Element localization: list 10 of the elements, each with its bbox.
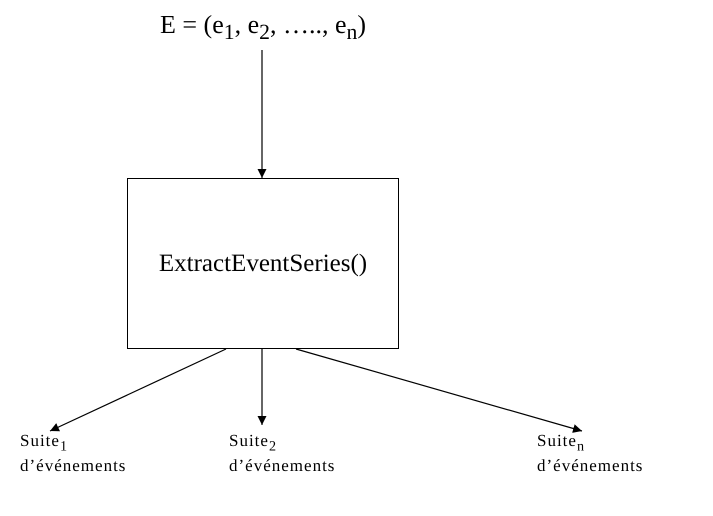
arrow xyxy=(258,50,266,178)
function-name: ExtractEventSeries() xyxy=(158,250,368,278)
output-label: Suite$_{2}$ d’événements xyxy=(229,431,369,473)
process-box xyxy=(127,178,399,349)
arrow xyxy=(296,348,582,433)
arrow xyxy=(50,348,226,432)
output-label: Suite$_{n}$ d’événements xyxy=(537,431,687,473)
output-label: Suite$_{1}$ d’événements xyxy=(20,431,160,473)
input-set-label: E = (e$_{1}$, e$_{2}$, ….., e$_{n}$) xyxy=(108,10,418,50)
arrow xyxy=(258,349,266,425)
